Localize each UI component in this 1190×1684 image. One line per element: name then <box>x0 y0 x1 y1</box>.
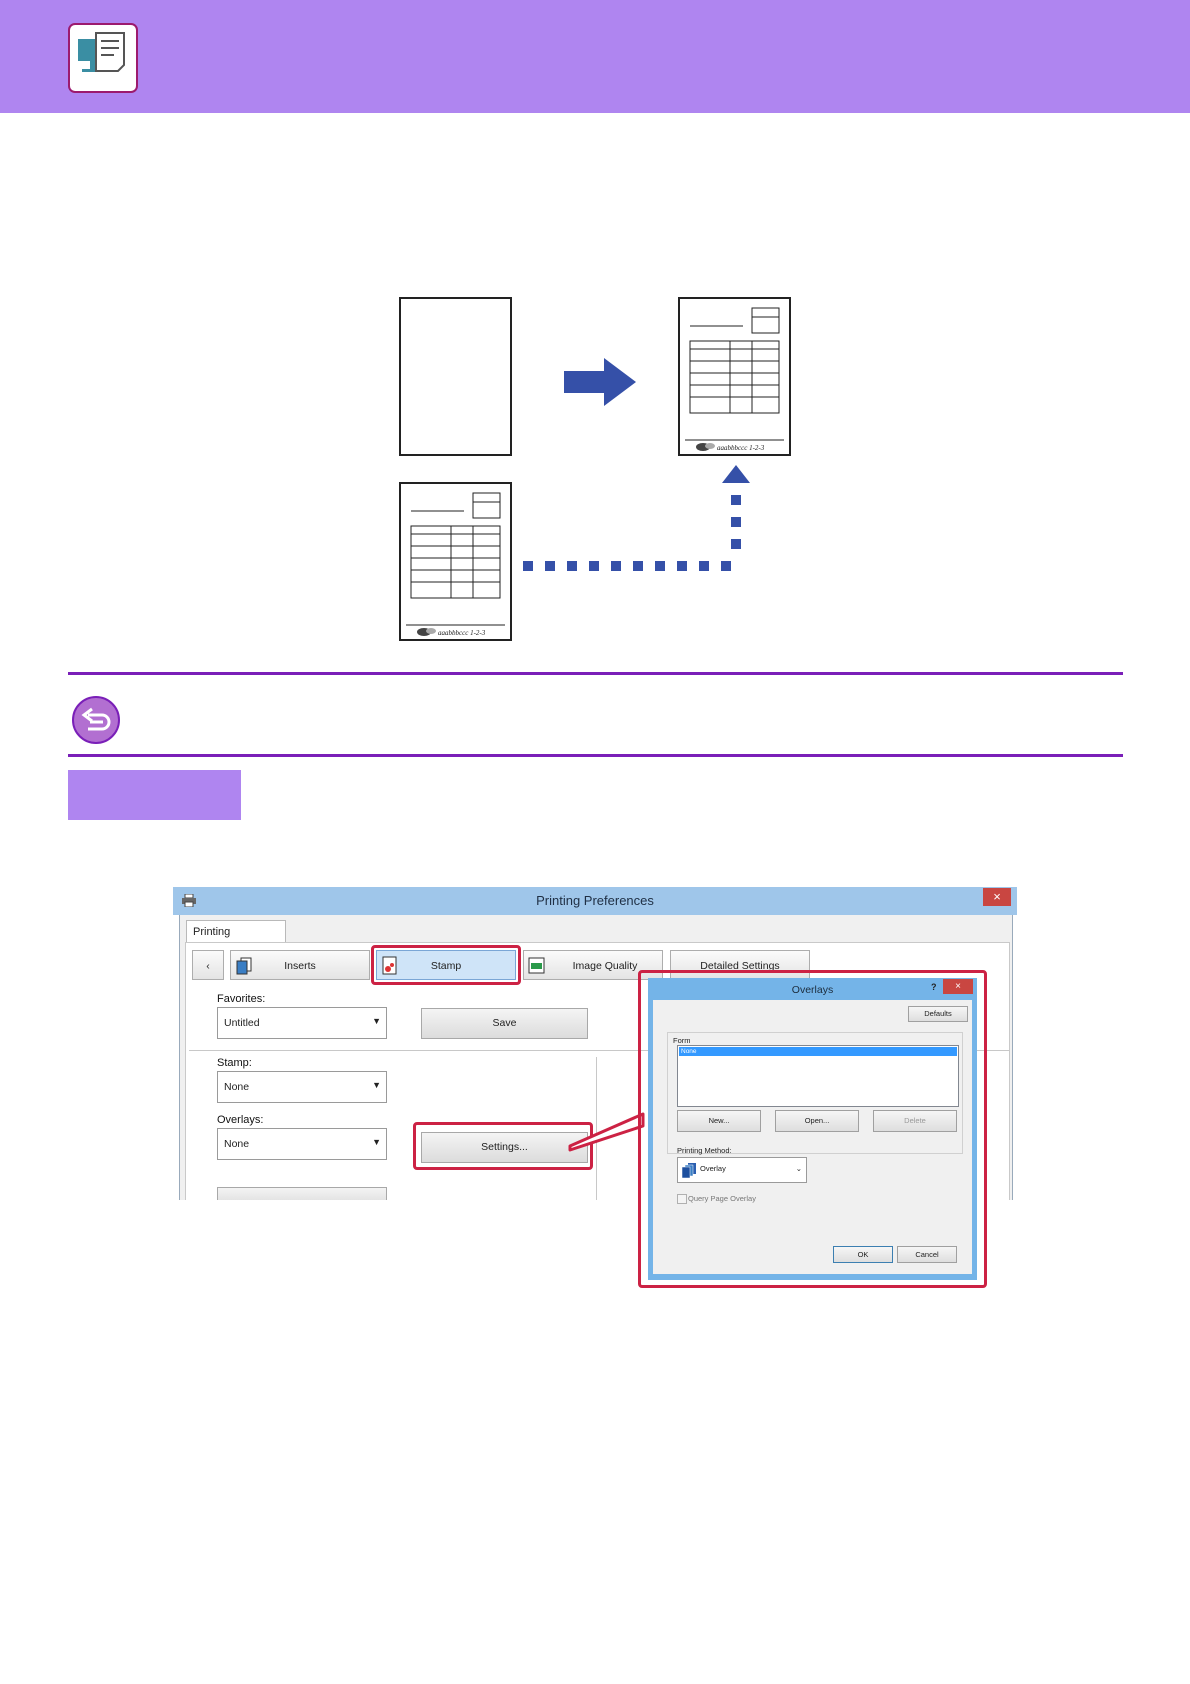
back-reference-icon <box>71 695 121 745</box>
dialog-title: Overlays <box>791 984 834 996</box>
tab-inserts[interactable]: Inserts <box>230 950 370 980</box>
favorites-select[interactable]: Untitled ▼ <box>217 1007 387 1039</box>
overlay-method-icon <box>681 1162 697 1183</box>
result-page: aaabbbccc 1-2-3 <box>678 297 791 456</box>
inserts-icon <box>235 957 253 978</box>
printing-method-label: Printing Method: <box>677 1146 732 1155</box>
chevron-down-icon: ▼ <box>372 1016 381 1026</box>
printer-computer-icon <box>68 23 138 93</box>
settings-button-highlight <box>413 1122 593 1170</box>
overlay-form-page: aaabbbccc 1-2-3 <box>399 482 512 641</box>
stamp-select[interactable]: None ▼ <box>217 1071 387 1103</box>
tab-detailed-settings[interactable]: Detailed Settings <box>670 950 810 980</box>
printing-method-select[interactable]: Overlay ⌄ <box>677 1157 807 1183</box>
divider <box>189 1050 1009 1051</box>
chevron-down-icon: ▼ <box>372 1080 381 1090</box>
note-bottom-rule <box>68 754 1123 757</box>
tab-stamp[interactable]: Stamp <box>376 950 516 980</box>
list-item[interactable]: None <box>679 1047 957 1056</box>
new-button[interactable]: New... <box>677 1110 761 1132</box>
nav-prev-button[interactable]: ‹ <box>192 950 224 980</box>
close-button[interactable]: × <box>943 979 973 994</box>
overlay-settings-button[interactable]: Settings... <box>421 1132 588 1163</box>
callout-connector <box>568 1112 645 1152</box>
query-page-overlay-checkbox[interactable] <box>677 1194 687 1204</box>
open-button[interactable]: Open... <box>775 1110 859 1132</box>
form-listbox[interactable]: None <box>677 1045 959 1107</box>
overlays-label: Overlays: <box>217 1114 264 1126</box>
dotted-arrow <box>523 465 750 571</box>
query-page-overlay-label: Query Page Overlay <box>688 1194 756 1203</box>
right-arrow <box>564 358 636 406</box>
stamp-label: Stamp: <box>217 1057 252 1069</box>
help-button[interactable]: ? <box>931 982 937 992</box>
stamp-tab-highlight <box>371 945 521 985</box>
cancel-button[interactable]: Cancel <box>897 1246 957 1263</box>
image-quality-icon <box>528 957 546 978</box>
defaults-button[interactable]: Defaults <box>908 1006 968 1022</box>
form-group <box>667 1032 963 1154</box>
stamp-icon <box>381 956 399 978</box>
note-top-rule <box>68 672 1123 675</box>
svg-text:aaabbbccc 1-2-3: aaabbbccc 1-2-3 <box>438 629 486 637</box>
window-title: Printing Preferences <box>536 893 654 908</box>
step-header-box <box>68 770 241 820</box>
chevron-down-icon: ▼ <box>372 1137 381 1147</box>
tab-printing-preferences[interactable]: Printing Preferences <box>186 920 286 960</box>
header-banner <box>0 0 1190 113</box>
partial-button[interactable] <box>217 1187 387 1200</box>
form-label: Form <box>673 1036 691 1045</box>
window-titlebar <box>173 887 1017 915</box>
favorites-label: Favorites: <box>217 993 266 1005</box>
ok-button[interactable]: OK <box>833 1246 893 1263</box>
blank-page <box>399 297 512 456</box>
save-button[interactable]: Save <box>421 1008 588 1039</box>
overlay-diagram: aaabbbccc 1-2-3 aaabbbccc 1-2-3 <box>399 297 791 641</box>
overlays-dialog: Overlays ? × Defaults Form None New... O… <box>648 978 977 1280</box>
svg-text:aaabbbccc 1-2-3: aaabbbccc 1-2-3 <box>717 444 765 452</box>
overlays-select[interactable]: None ▼ <box>217 1128 387 1160</box>
overlays-dialog-highlight <box>638 970 987 1288</box>
printer-icon <box>182 893 196 908</box>
divider <box>596 1057 597 1200</box>
chevron-down-icon: ⌄ <box>795 1164 802 1173</box>
dialog-body: Defaults Form None New... Open... Delete… <box>653 1000 972 1274</box>
close-button[interactable]: × <box>983 888 1011 906</box>
delete-button[interactable]: Delete <box>873 1110 957 1132</box>
